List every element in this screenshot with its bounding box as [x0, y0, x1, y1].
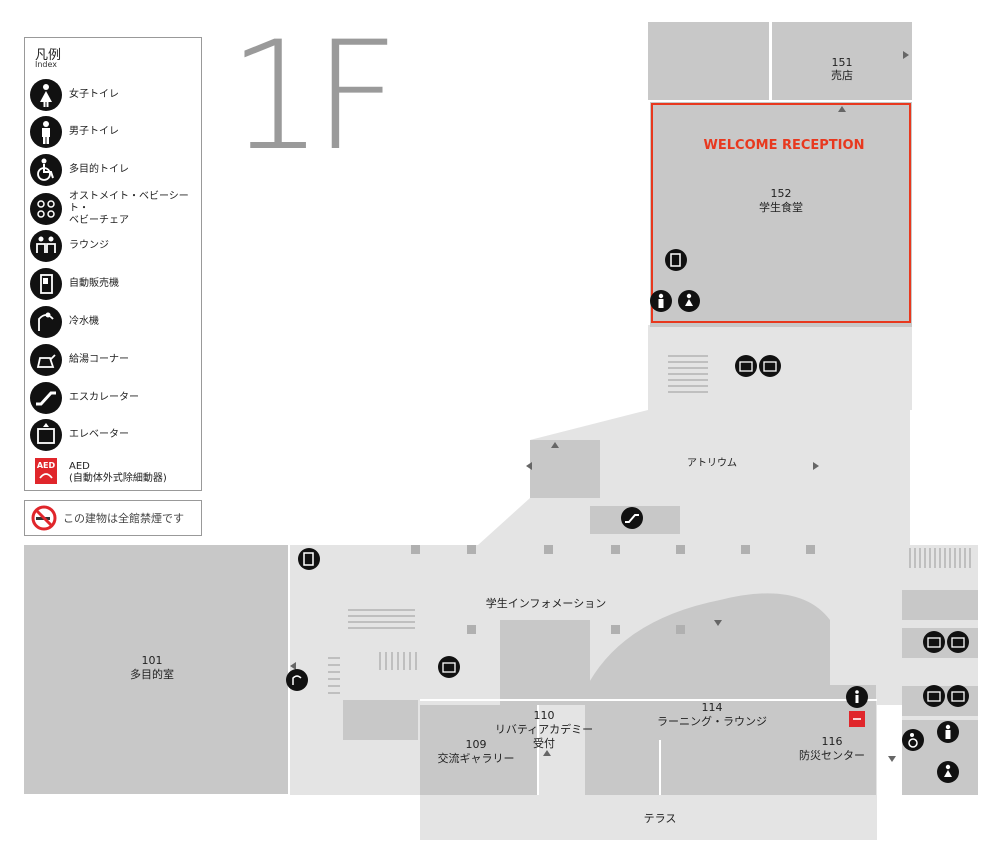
lounge-icon [30, 230, 62, 262]
accessible-toilet-icon [902, 729, 924, 751]
legend-item-elevator: エレベーター [29, 418, 129, 452]
room-terrace [420, 795, 877, 840]
male-toilet-icon [937, 721, 959, 743]
elevator-icon [947, 631, 969, 653]
label-101-number: 101 [142, 654, 163, 667]
room-151-shop [772, 22, 912, 100]
legend-label: 男子トイレ [69, 126, 119, 137]
water-cooler-icon [30, 306, 62, 338]
label-109-name: 交流ギャラリー [438, 751, 515, 765]
room-110-reception [500, 620, 590, 705]
female-toilet-icon [30, 79, 62, 111]
room-101-multipurpose [24, 545, 288, 794]
legend-label: 冷水機 [69, 316, 99, 327]
label-116-name: 防災センター [799, 748, 865, 762]
elevator-icon [759, 355, 781, 377]
room-109-gallery [420, 705, 538, 795]
floor-title: 1F [228, 10, 400, 184]
no-smoking-notice: この建物は全館禁煙です [24, 500, 202, 536]
stairs-north [668, 355, 708, 393]
vending-machine-icon [665, 249, 687, 271]
female-toilet-icon [937, 761, 959, 783]
aed-icon: AED [35, 458, 57, 484]
vending-machine-icon [30, 268, 62, 300]
label-151-number: 151 [832, 56, 853, 69]
legend-item-kettle-corner: 給湯コーナー [29, 343, 129, 377]
information-icon [846, 686, 868, 708]
legend-item-ostomate: オストメイト・ベビーシート・ ベビーチェア [29, 191, 201, 227]
legend-item-escalator: エスカレーター [29, 381, 139, 415]
legend-label: オストメイト・ベビーシート・ ベビーチェア [69, 191, 189, 226]
label-109-number: 109 [466, 738, 487, 751]
label-atrium: アトリウム [687, 457, 737, 469]
room-west-small [343, 700, 418, 740]
label-114-name: ラーニング・ラウンジ [657, 714, 767, 728]
label-110-name-line2: 受付 [533, 737, 555, 750]
legend-label: エスカレーター [69, 392, 139, 403]
escalator-icon [30, 382, 62, 414]
legend-item-vending-machine: 自動販売機 [29, 267, 119, 301]
room-shop-upper [648, 22, 770, 100]
label-terrace: テラス [644, 812, 677, 825]
label-116-number: 116 [822, 735, 843, 748]
welcome-reception-highlight [651, 103, 911, 323]
columns [411, 545, 815, 634]
elevator-icon [947, 685, 969, 707]
elevator-icon [30, 419, 62, 451]
vending-machine-icon [298, 548, 320, 570]
label-student-information: 学生インフォメーション [486, 596, 606, 610]
direction-arrows [290, 51, 909, 762]
legend-label: AED (自動体外式除細動器) [69, 461, 167, 484]
male-toilet-icon [30, 116, 62, 148]
legend-label: 自動販売機 [69, 278, 119, 289]
ostomate-baby-seat-icon [30, 193, 62, 225]
legend-label: 女子トイレ [69, 89, 119, 100]
legend-subtitle: Index [35, 60, 58, 69]
female-toilet-icon [678, 290, 700, 312]
elevator-icon [438, 656, 460, 678]
legend-label: 給湯コーナー [69, 354, 129, 365]
legend-item-male-toilet: 男子トイレ [29, 115, 119, 149]
stairs-east [909, 548, 971, 568]
elevator-icon [923, 631, 945, 653]
accessible-toilet-icon [30, 154, 62, 186]
no-smoking-label: この建物は全館禁煙です [63, 512, 184, 525]
escalator-icon [621, 507, 643, 529]
label-152-name: 学生食堂 [759, 200, 803, 214]
legend-label: 多目的トイレ [69, 164, 129, 175]
legend-item-accessible-toilet: 多目的トイレ [29, 153, 129, 187]
stairs-west [328, 609, 417, 694]
elevator-icon [735, 355, 757, 377]
label-152-number: 152 [771, 187, 792, 200]
room-atrium-block [530, 440, 600, 498]
legend-item-female-toilet: 女子トイレ [29, 78, 119, 112]
elevator-icon [923, 685, 945, 707]
label-110-name-line1: リバティアカデミー [495, 722, 593, 736]
svg-text:AED: AED [37, 461, 56, 470]
label-151-name: 売店 [831, 68, 853, 82]
legend-label: エレベーター [69, 429, 129, 440]
label-114-number: 114 [702, 701, 723, 714]
legend-item-aed: AED AED (自動体外式除細動器) [29, 456, 167, 490]
legend-item-water-cooler: 冷水機 [29, 305, 99, 339]
aed-icon [849, 711, 865, 727]
legend-item-lounge: ラウンジ [29, 229, 109, 263]
kettle-corner-icon [30, 344, 62, 376]
label-101-name: 多目的室 [130, 667, 174, 681]
label-110-number: 110 [534, 709, 555, 722]
legend-title: 凡例 [35, 48, 62, 63]
water-cooler-icon [286, 669, 308, 691]
no-smoking-icon [31, 505, 57, 531]
legend-label: ラウンジ [69, 240, 109, 251]
room-114-lounge [585, 593, 830, 795]
label-welcome-reception: WELCOME RECEPTION [704, 138, 865, 153]
room-152-cafeteria [650, 102, 912, 327]
legend-panel: 凡例 Index 女子トイレ 男子トイレ 多目的トイレ オストメイト・ベビーシー… [24, 37, 202, 491]
room-east-a [902, 590, 978, 620]
male-toilet-icon [650, 290, 672, 312]
